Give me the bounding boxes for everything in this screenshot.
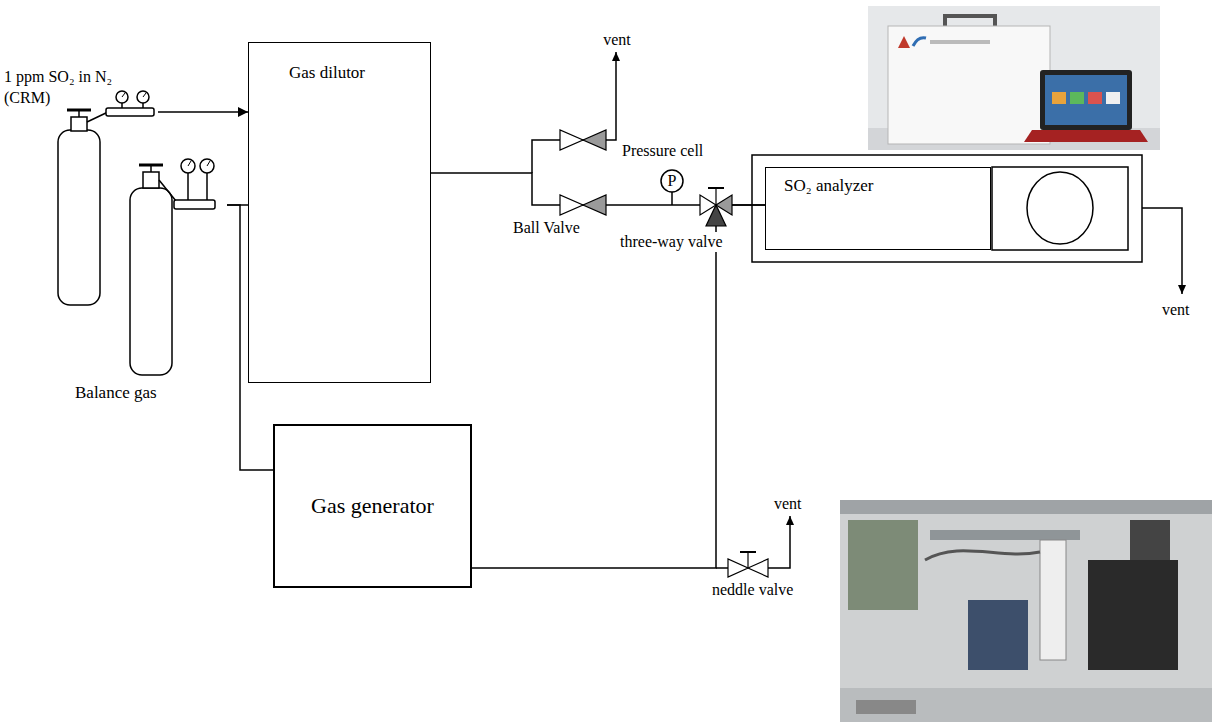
- blue-module: [968, 600, 1028, 670]
- flow-controller: [1088, 560, 1178, 670]
- part-label: vent: [1162, 300, 1190, 320]
- valve-handwheel: [67, 109, 91, 112]
- valve-port: [706, 205, 726, 226]
- node-text: Gas generator: [311, 493, 434, 519]
- gauge-needle: [143, 93, 146, 97]
- cylinder-valve: [143, 172, 159, 188]
- node-text: 1 ppm SO₂ in N₂ (CRM): [4, 66, 129, 108]
- screen-icon: [1070, 92, 1084, 104]
- laptop-screen: [1040, 70, 1132, 130]
- sensor-box: [992, 167, 1128, 250]
- screen-icon: [1088, 92, 1102, 104]
- permeation-tube: [1040, 540, 1066, 660]
- cylinder-body: [58, 130, 100, 305]
- valve-half: [583, 130, 606, 150]
- valve-half: [728, 559, 748, 577]
- pressure-gauge: [137, 91, 149, 103]
- photo-background: [840, 500, 1212, 722]
- instrument-case: [888, 26, 1050, 144]
- regulator-body: [174, 200, 215, 209]
- cylinder-node: 1 ppm SO₂ in N₂ (CRM): [4, 66, 158, 304]
- logo-mark: [898, 36, 910, 48]
- cylinder-valve: [71, 117, 87, 131]
- ball-valve: [560, 195, 606, 215]
- regulator-pipe: [87, 112, 108, 122]
- node-text: Gas dilutor: [289, 63, 430, 83]
- part-label: P: [661, 171, 683, 191]
- gauge-stem: [206, 173, 208, 200]
- gauge-needle: [188, 161, 191, 166]
- needle-valve: [728, 552, 768, 577]
- valve-handwheel: [139, 164, 163, 167]
- logo-mark: [913, 38, 926, 46]
- circuit-board: [848, 520, 918, 610]
- tubing: [925, 551, 1040, 560]
- gas-cylinder: [130, 159, 215, 375]
- cylinder-node: Balance gas: [70, 145, 227, 407]
- case-handle: [945, 16, 995, 26]
- vent-line: [716, 516, 790, 568]
- valve-half: [748, 559, 768, 577]
- part-label: neddle valve: [712, 580, 793, 600]
- case-inscription: [930, 40, 990, 44]
- photo-background: [868, 6, 1160, 150]
- generator-photo: [840, 500, 1212, 722]
- frame-bar: [840, 500, 1212, 514]
- analyzer-housing: [752, 155, 1142, 262]
- pressure-gauge: [200, 159, 214, 173]
- sensor-cell: [1027, 172, 1093, 244]
- vent-line: [1142, 208, 1182, 294]
- valve-handle: [740, 551, 756, 553]
- screen-icon: [1106, 92, 1120, 104]
- gauge-stem: [671, 192, 673, 205]
- process-box: Gas dilutor: [248, 42, 431, 383]
- part-label: three-way valve: [618, 232, 725, 252]
- frame-bar: [840, 688, 1212, 722]
- pressure-gauge: [181, 159, 195, 173]
- metal-rail: [930, 530, 1080, 540]
- valve-handle: [715, 188, 716, 205]
- gas-line: [472, 205, 765, 568]
- node-text: SO₂ analyzer: [784, 176, 990, 196]
- node-text: Balance gas: [75, 383, 227, 403]
- instrument-photo: [868, 6, 1160, 150]
- gas-line: [158, 111, 248, 113]
- part-label: Ball Valve: [513, 218, 580, 238]
- valve-half: [583, 195, 606, 215]
- part-label: vent: [774, 494, 802, 514]
- pressure-gauge: [116, 91, 128, 103]
- gauge-needle: [122, 93, 125, 97]
- process-box: Gas generator: [273, 424, 472, 588]
- ball-valve: [560, 130, 606, 150]
- regulator-pipe: [159, 180, 176, 201]
- valve-half: [560, 130, 583, 150]
- three-way-valve: [700, 188, 732, 226]
- valve-handle: [708, 187, 724, 189]
- laptop-base: [1024, 130, 1148, 142]
- fitting: [1130, 520, 1170, 560]
- gauge-needle: [207, 161, 210, 166]
- part-label: vent: [600, 30, 634, 50]
- part-label: Pressure cell: [622, 141, 703, 161]
- valve-handle: [747, 552, 748, 568]
- pressure-gauge: [661, 170, 683, 192]
- vent-line: [532, 52, 616, 173]
- analyzer-box: SO₂ analyzer: [765, 167, 991, 250]
- cylinder-body: [130, 188, 172, 375]
- regulator-body: [106, 108, 154, 116]
- valve-half: [560, 195, 583, 215]
- laptop-display: [1045, 75, 1127, 125]
- screen-icon: [1052, 92, 1066, 104]
- gauge-stem: [187, 173, 189, 200]
- vent-grille: [856, 700, 916, 714]
